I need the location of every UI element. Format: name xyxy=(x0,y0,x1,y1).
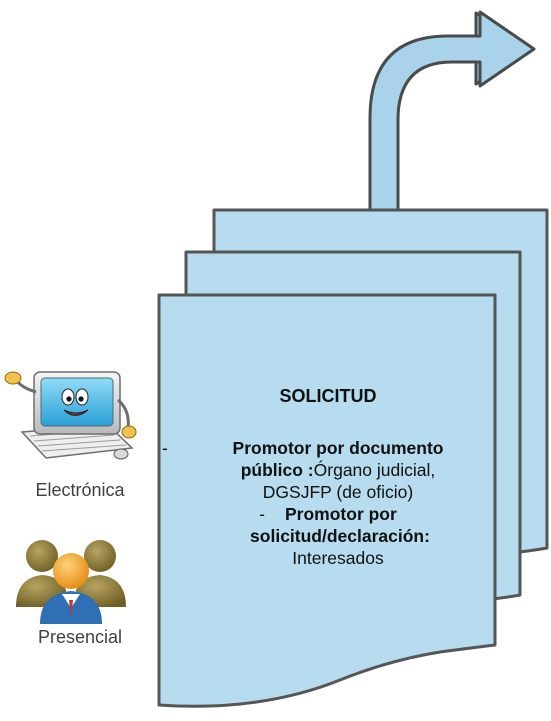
bullet-dash: - xyxy=(259,504,265,524)
people-group-icon xyxy=(16,540,126,624)
bullet-dash: - xyxy=(162,438,168,458)
promoter-heading-line2: público : xyxy=(240,460,314,480)
computer-mascot-icon xyxy=(4,371,137,460)
output-arrow xyxy=(368,10,536,252)
promoter-heading-line1: Promotor por documento xyxy=(232,438,444,458)
promoter-heading-line1: Promotor por xyxy=(285,504,397,524)
promoter-detail-line3: Interesados xyxy=(292,548,384,568)
document-title: SOLICITUD xyxy=(279,386,377,406)
promoter-item-public-document: - Promotor por documento público :Órgano… xyxy=(158,437,498,503)
promoter-line2: público :Órgano judicial, xyxy=(158,459,498,481)
promoter-heading-line2: solicitud/declaración: xyxy=(250,526,430,546)
promoter-item-request: -Promotor por solicitud/declaración: Int… xyxy=(158,503,498,569)
promoter-detail-line3: DGSJFP (de oficio) xyxy=(262,482,414,502)
document-text: SOLICITUD - Promotor por documento públi… xyxy=(158,385,498,569)
promoter-detail-line2: Órgano judicial, xyxy=(313,460,436,480)
channel-label-in-person: Presencial xyxy=(37,627,123,647)
document-page-front xyxy=(157,293,497,708)
promoter-line1: -Promotor por xyxy=(158,503,498,525)
channel-label-electronic: Electrónica xyxy=(35,480,125,500)
